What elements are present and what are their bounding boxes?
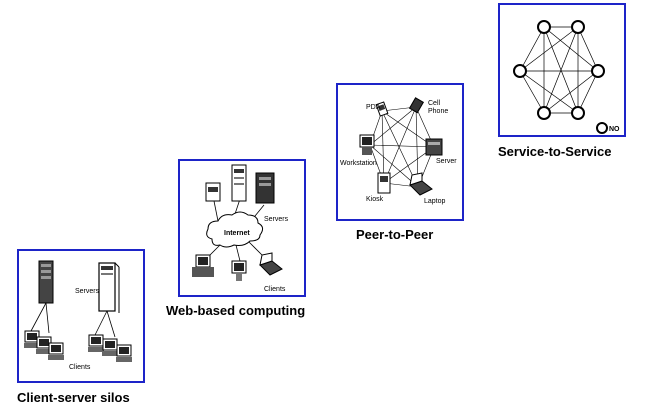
service-node-icon	[513, 20, 605, 120]
internet-cloud-icon	[206, 211, 264, 248]
servers-label: Servers	[75, 288, 100, 295]
client-computer-icon	[88, 334, 132, 362]
right-server-icon	[98, 262, 120, 313]
server-icon	[255, 172, 275, 204]
clients-label: Clients	[264, 286, 286, 293]
client-server-diagram: Servers Clients	[24, 260, 132, 371]
server-icon	[205, 182, 221, 202]
peer-mesh-lines	[369, 106, 435, 188]
servers-label: Servers	[264, 216, 289, 223]
server-label: Server	[436, 158, 457, 165]
kiosk-icon	[377, 172, 391, 194]
internet-label: Internet	[224, 230, 250, 237]
legend-node-icon	[596, 122, 608, 134]
laptop-label: Laptop	[424, 198, 446, 205]
web-computing-caption: Web-based computing	[166, 303, 306, 318]
laptop-icon	[409, 172, 433, 196]
left-server-icon	[38, 260, 54, 304]
cell-label: Cell	[428, 100, 441, 107]
client-computer-icon	[192, 254, 214, 277]
client-server-panel: Servers Clients	[17, 249, 145, 383]
client-computer-icon	[24, 330, 64, 360]
service-to-service-panel: NO	[498, 3, 626, 137]
web-computing-panel: Internet Servers Clients	[178, 159, 306, 297]
server-icon	[231, 164, 247, 202]
server-icon	[425, 138, 443, 156]
cell-phone-icon	[408, 97, 425, 114]
web-computing-diagram: Internet Servers Clients	[192, 164, 289, 293]
peer-to-peer-panel: PDA Cell Phone Workstation Server Kiosk …	[336, 83, 464, 221]
clients-label: Clients	[69, 364, 91, 371]
service-mesh-lines	[519, 26, 599, 114]
client-server-caption: Client-server silos	[17, 390, 130, 405]
pda-label: PDA	[366, 104, 381, 111]
workstation-icon	[359, 134, 375, 155]
client-computer-icon	[231, 260, 247, 281]
server-client-links	[30, 302, 116, 338]
service-to-service-diagram: NO	[513, 20, 620, 134]
phone-label: Phone	[428, 108, 448, 115]
kiosk-label: Kiosk	[366, 196, 384, 203]
workstation-label: Workstation	[340, 160, 377, 167]
laptop-icon	[259, 252, 283, 276]
pda-icon	[375, 101, 389, 117]
service-to-service-caption: Service-to-Service	[498, 144, 612, 159]
peer-to-peer-caption: Peer-to-Peer	[356, 227, 434, 242]
legend-label: NO	[609, 126, 620, 133]
peer-to-peer-diagram: PDA Cell Phone Workstation Server Kiosk …	[340, 97, 457, 205]
